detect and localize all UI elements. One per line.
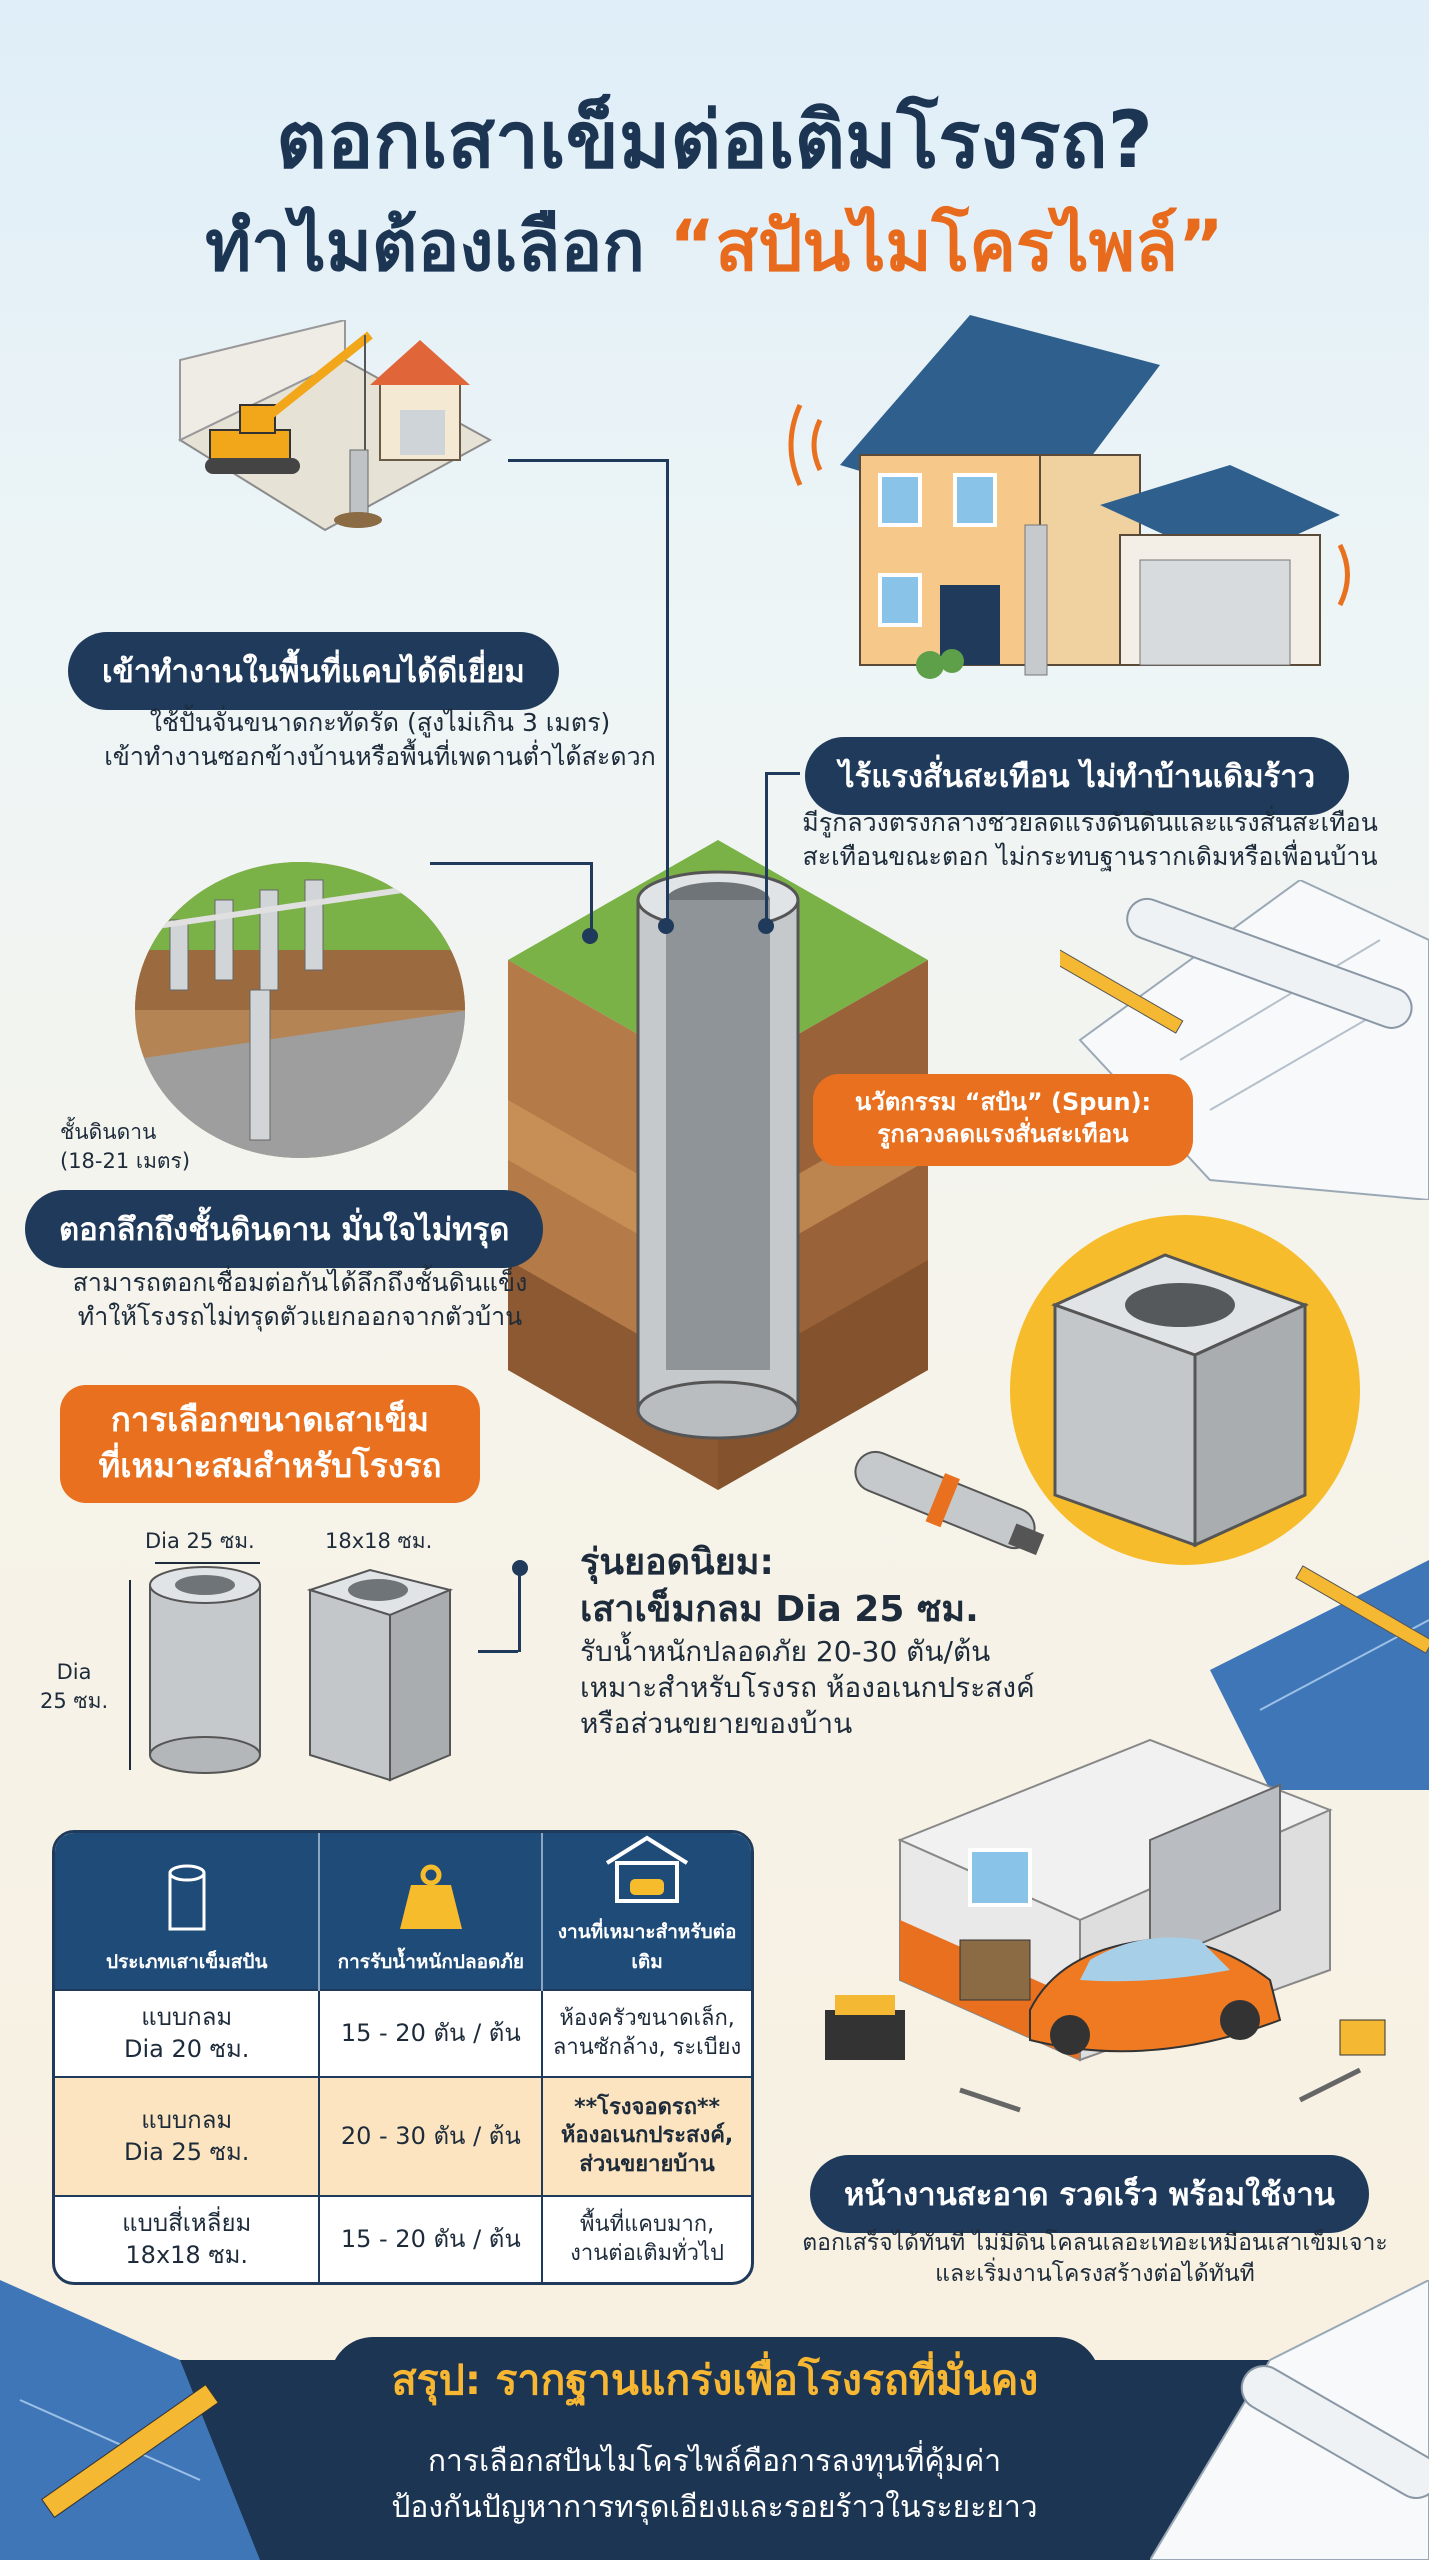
connector-line — [478, 1650, 518, 1653]
blueprint-pencil-illustration — [0, 2280, 260, 2560]
popular-label: รุ่นยอดนิยม: — [580, 1542, 774, 1583]
pile-use: งานต่อเติมทั่วไป — [570, 2240, 724, 2266]
size-heading-line1: การเลือกขนาดเสาเข็ม — [110, 1400, 430, 1439]
square-pile-illustration — [1010, 1215, 1360, 1565]
popular-model-callout: รุ่นยอดนิยม: เสาเข็มกลม Dia 25 ซม. รับน้… — [580, 1540, 1035, 1743]
deep-driving-line2: ทำให้โรงรถไม่ทรุดตัวแยกออกจากตัวบ้าน — [77, 1301, 523, 1331]
pile-comparison-table: ประเภทเสาเข็มสปัน การรับน้ำหนักปลอดภัย ง… — [52, 1830, 754, 2285]
summary-line1: การเลือกสปันไมโครไพล์คือการลงทุนที่คุ้มค… — [427, 2444, 1002, 2479]
pile-type: แบบสี่เหลี่ยม — [122, 2209, 252, 2238]
pile-cross-section-illustration — [508, 840, 928, 1490]
pile-size-comparison-illustration — [129, 1562, 454, 1782]
deep-driving-description: สามารถตอกเชื่อมต่อกันได้ลึกถึงชั้นดินแข็… — [20, 1266, 580, 1334]
no-vibration-description: มีรูกลวงตรงกลางช่วยลดแรงดันดินและแรงสั่น… — [770, 806, 1410, 874]
header-label: งานที่เหมาะสำหรับต่อเติม — [557, 1921, 737, 1973]
size-heading-line2: ที่เหมาะสมสำหรับโรงรถ — [98, 1446, 442, 1486]
weight-icon — [399, 1864, 462, 1929]
deep-driving-line1: สามารถตอกเชื่อมต่อกันได้ลึกถึงชั้นดินแข็… — [72, 1268, 528, 1297]
pile-size: 18x18 ซม. — [125, 2240, 249, 2269]
height-label-line1: Dia — [56, 1660, 92, 1684]
connector-dot — [758, 918, 774, 934]
header-label: การรับน้ำหนักปลอดภัย — [337, 1951, 525, 1973]
connector-line — [508, 459, 668, 462]
soil-label-line2: (18-21 เมตร) — [60, 1149, 191, 1174]
house-illustration — [788, 315, 1350, 679]
table-header: ประเภทเสาเข็มสปัน — [55, 1833, 321, 1990]
pile-icon — [168, 1864, 206, 1931]
clean-site-description: ตอกเสร็จได้ทันที ไม่มีดินโคลนเลอะเทอะเหม… — [770, 2228, 1420, 2290]
pile-load: 15 - 20 ตัน / ต้น — [319, 1988, 544, 2078]
pile-segments-illustration — [135, 862, 465, 1158]
pile-use: ส่วนขยายบ้าน — [579, 2151, 715, 2177]
narrow-space-heading: เข้าทำงานในพื้นที่แคบได้ดีเยี่ยม — [68, 632, 559, 710]
summary-line2: ป้องกันปัญหาการทรุดเอียงและรอยร้าวในระยะ… — [391, 2490, 1038, 2525]
connector-line — [430, 862, 590, 865]
round-pile-height-label: Dia 25 ซม. — [40, 1658, 108, 1717]
mini-crane-illustration — [177, 320, 493, 532]
spun-innovation-badge: นวัตกรรม “สปัน” (Spun): รูกลวงลดแรงสั่นส… — [813, 1074, 1193, 1166]
popular-model-name: เสาเข็มกลม Dia 25 ซม. — [580, 1588, 979, 1630]
pile-type: แบบกลม — [141, 2003, 233, 2032]
popular-load: รับน้ำหนักปลอดภัย 20-30 ตัน/ต้น — [580, 1634, 991, 1668]
connector-dot — [582, 928, 598, 944]
pile-joint-illustration — [854, 1450, 1045, 1556]
pile-load: 20 - 30 ตัน / ต้น — [319, 2076, 544, 2197]
narrow-space-line1: ใช้ปั้นจั่นขนาดกะทัดรัด (สูงไม่เกิน 3 เม… — [149, 708, 611, 737]
pile-use: ห้องอเนกประสงค์, — [560, 2123, 734, 2149]
no-vibration-heading: ไร้แรงสั่นสะเทือน ไม่ทำบ้านเดิมร้าว — [805, 737, 1350, 815]
narrow-space-description: ใช้ปั้นจั่นขนาดกะทัดรัด (สูงไม่เกิน 3 เม… — [40, 706, 720, 774]
table-header: การรับน้ำหนักปลอดภัย — [319, 1833, 544, 1990]
page-title: ตอกเสาเข็มต่อเติมโรงรถ? — [276, 96, 1153, 186]
blueprint-roll-illustration — [1150, 2280, 1429, 2560]
pile-type: แบบกลม — [141, 2106, 233, 2135]
subtitle-accent: “สปันไมโครไพล์” — [669, 205, 1224, 287]
pile-size: Dia 20 ซม. — [124, 2034, 250, 2063]
subtitle-prefix: ทำไมต้องเลือก — [205, 205, 645, 287]
size-selection-heading: การเลือกขนาดเสาเข็ม ที่เหมาะสมสำหรับโรงร… — [60, 1385, 480, 1503]
summary-title: สรุป: รากฐานแกร่งเพื่อโรงรถที่มั่นคง — [330, 2337, 1100, 2423]
no-vibration-line1: มีรูกลวงตรงกลางช่วยลดแรงดันดินและแรงสั่น… — [802, 808, 1378, 837]
pile-use: ห้องครัวขนาดเล็ก, — [559, 2006, 735, 2031]
narrow-space-line2: เข้าทำงานซอกข้างบ้านหรือพื้นที่เพดานต่ำไ… — [104, 741, 656, 771]
pile-use: พื้นที่แคบมาก, — [580, 2211, 715, 2237]
connector-line — [768, 772, 800, 775]
connector-line — [590, 862, 593, 932]
soil-layer-label: ชั้นดินดาน (18-21 เมตร) — [60, 1118, 190, 1177]
page-subtitle: ทำไมต้องเลือก “สปันไมโครไพล์” — [0, 190, 1429, 301]
connector-line — [518, 1568, 521, 1652]
clean-site-heading: หน้างานสะอาด รวดเร็ว พร้อมใช้งาน — [810, 2155, 1369, 2233]
pile-use: **โรงจอดรถ** — [574, 2094, 721, 2120]
connector-dot — [658, 918, 674, 934]
blueprint-corner-illustration — [1210, 1560, 1429, 1790]
garage-illustration — [825, 1738, 1386, 2113]
pile-use: ลานซักล้าง, ระเบียง — [552, 2034, 742, 2060]
soil-label-line1: ชั้นดินดาน — [60, 1120, 157, 1144]
header-label: ประเภทเสาเข็มสปัน — [106, 1951, 268, 1973]
deep-driving-heading: ตอกลึกถึงชั้นดินดาน มั่นใจไม่ทรุด — [25, 1190, 544, 1268]
square-pile-size-label: 18x18 ซม. — [325, 1529, 433, 1553]
round-pile-size-label: Dia 25 ซม. — [145, 1529, 255, 1553]
spun-badge-line1: นวัตกรรม “สปัน” (Spun): — [854, 1088, 1152, 1116]
connector-line — [765, 772, 768, 924]
clean-site-line1: ตอกเสร็จได้ทันที ไม่มีดินโคลนเลอะเทอะเหม… — [802, 2230, 1388, 2256]
pile-load: 15 - 20 ตัน / ต้น — [319, 2195, 544, 2282]
table-header: งานที่เหมาะสำหรับต่อเติม — [542, 1833, 751, 1990]
clean-site-line2: และเริ่มงานโครงสร้างต่อได้ทันที — [935, 2261, 1255, 2288]
garage-icon — [606, 1835, 689, 1903]
connector-line — [666, 459, 669, 924]
popular-use-line2: หรือส่วนขยายของบ้าน — [580, 1707, 853, 1741]
no-vibration-line2: สะเทือนขณะตอก ไม่กระทบฐานรากเดิมหรือเพื่… — [802, 841, 1378, 871]
height-label-line2: 25 ซม. — [40, 1689, 109, 1714]
spun-badge-line2: รูกลวงลดแรงสั่นสะเทือน — [877, 1120, 1129, 1149]
pile-size: Dia 25 ซม. — [124, 2137, 250, 2166]
popular-use-line1: เหมาะสำหรับโรงรถ ห้องอเนกประสงค์ — [580, 1670, 1035, 1704]
